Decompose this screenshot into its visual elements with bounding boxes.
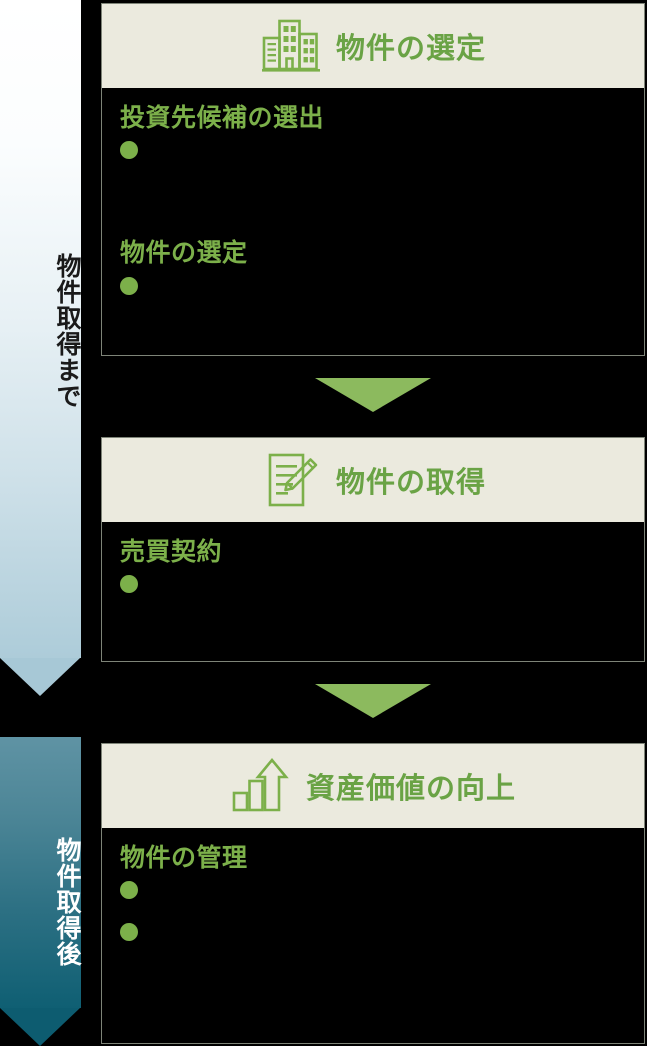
step-card-title: 物件の取得 xyxy=(335,465,486,499)
phase-rail-arrow-tip xyxy=(0,1008,80,1046)
bullet-list xyxy=(120,573,644,615)
bullet-dot-icon xyxy=(120,575,138,594)
phase-rail-label-pre: 物件取得まで xyxy=(53,253,82,409)
phase-rail-body xyxy=(0,0,81,658)
connector-arrow-1 xyxy=(315,378,431,412)
list-item xyxy=(120,921,644,963)
content-group: 物件の選定 xyxy=(120,237,644,316)
bullet-list xyxy=(120,879,644,963)
group-heading: 投資先候補の選出 xyxy=(120,103,325,132)
content-group: 物件の管理 xyxy=(120,842,644,963)
bullet-list xyxy=(120,139,644,181)
step-card-title: 物件の選定 xyxy=(335,31,486,65)
list-item xyxy=(120,139,644,181)
building-icon xyxy=(261,19,320,72)
list-item xyxy=(120,879,644,921)
document-pencil-icon xyxy=(268,453,318,507)
content-group: 売買契約 xyxy=(120,536,644,615)
step-card-body: 物件の管理 xyxy=(102,828,644,1043)
bullet-dot-icon xyxy=(120,141,138,160)
group-heading: 売買契約 xyxy=(120,537,223,566)
list-item xyxy=(120,275,644,317)
bullet-dot-icon xyxy=(120,881,138,900)
step-card-header: 資産価値の向上 xyxy=(102,744,644,828)
connector-arrow-2 xyxy=(315,684,431,718)
list-item xyxy=(120,573,644,615)
growth-chart-icon xyxy=(232,757,289,812)
group-heading: 物件の選定 xyxy=(120,238,248,268)
phase-rail-post-acquisition: 物件取得後 xyxy=(0,737,82,1046)
bullet-list xyxy=(120,275,644,317)
step-card-header: 物件の選定 xyxy=(102,4,644,88)
step-card-title: 資産価値の向上 xyxy=(305,771,516,805)
step-card-body: 売買契約 xyxy=(102,522,644,661)
content-group: 投資先候補の選出 xyxy=(120,102,644,181)
group-heading: 物件の管理 xyxy=(120,843,248,872)
phase-rail-label-post: 物件取得後 xyxy=(53,837,82,967)
phase-rail-pre-acquisition: 物件取得まで xyxy=(0,0,82,696)
step-card-header: 物件の取得 xyxy=(102,438,644,522)
step-card-body: 投資先候補の選出 物件の選定 xyxy=(102,88,644,355)
step-card-asset-value: 資産価値の向上 物件の管理 xyxy=(101,743,645,1044)
phase-rail-body xyxy=(0,737,81,1008)
step-card-acquisition: 物件の取得 売買契約 xyxy=(101,437,645,662)
step-card-selection: 物件の選定 投資先候補の選出 物件の選定 xyxy=(101,3,645,356)
bullet-dot-icon xyxy=(120,923,138,942)
phase-rail-arrow-tip xyxy=(0,658,80,696)
bullet-dot-icon xyxy=(120,276,138,295)
